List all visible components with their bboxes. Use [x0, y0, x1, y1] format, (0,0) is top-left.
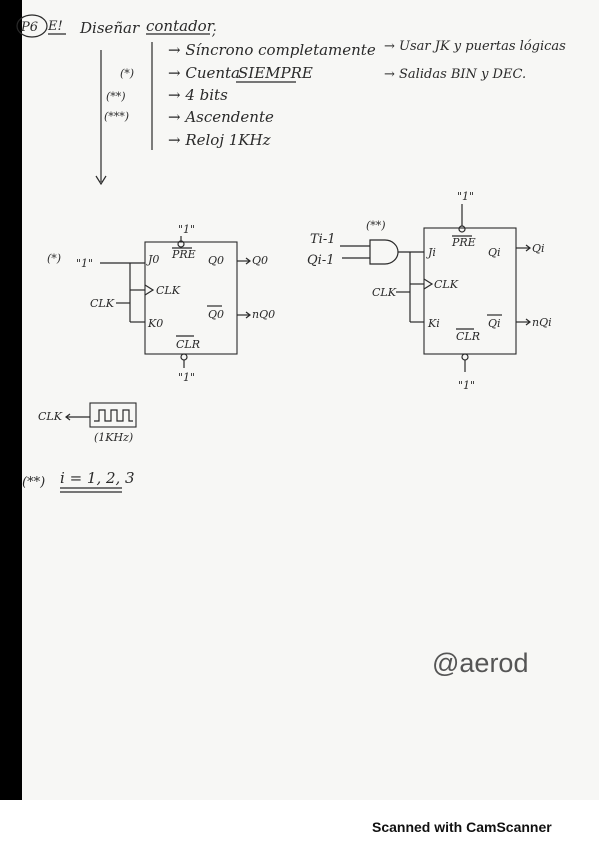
ff0-q-arrow — [245, 257, 251, 265]
ffi-pin-j: Ji — [426, 246, 436, 259]
ff0-clr-bubble — [180, 353, 188, 361]
ffi-pin-pre: PRE — [451, 236, 476, 249]
ff0-pin-j: J0 — [146, 253, 159, 266]
note-1: → Usar JK y puertas lógicas — [384, 39, 566, 54]
ffi-pre-value: "1" — [457, 190, 474, 203]
handwritten-notes: P6 E! Diseñar contador ; → Síncrono comp… — [16, 14, 566, 493]
title-main: contador — [146, 17, 215, 35]
ffi-clr-value: "1" — [458, 379, 475, 392]
clock-box — [89, 402, 137, 428]
ffi-pin-k: Ki — [427, 317, 440, 330]
requirement-4-marker: (***) — [104, 110, 129, 123]
ffi-pin-qn: Qi — [488, 317, 501, 330]
requirement-3: → 4 bits — [168, 86, 228, 104]
ffi-pre-bubble — [458, 225, 466, 233]
ff0-clr-value: "1" — [178, 371, 195, 384]
ffi-pin-clr: CLR — [456, 330, 480, 343]
paper-sheet — [0, 0, 599, 800]
ff0-out-qn: nQ0 — [252, 308, 275, 321]
ff0-pre-value: "1" — [178, 223, 195, 236]
clock-freq: (1KHz) — [94, 431, 133, 444]
ffi-qn-arrow — [525, 318, 531, 326]
requirement-1: → Síncrono completamente — [168, 41, 376, 59]
requirement-5: → Reloj 1KHz — [168, 131, 271, 149]
ff0-pin-clr: CLR — [176, 338, 200, 351]
ffi-clk-triangle — [423, 278, 434, 290]
index-note-text: i = 1, 2, 3 — [60, 469, 135, 487]
ff0-out-q: Q0 — [252, 254, 268, 267]
problem-id: P6 — [20, 20, 38, 35]
ff0-clk-label: CLK — [90, 297, 115, 310]
square-wave-icon — [94, 409, 133, 422]
clock-arrow — [65, 413, 71, 421]
scan-edge-shadow — [0, 0, 22, 800]
scanner-footer: Scanned with CamScanner — [372, 819, 552, 835]
ffi-pin-q: Qi — [488, 246, 501, 259]
ffi-clk-label: CLK — [372, 286, 397, 299]
ff0-pin-q: Q0 — [208, 254, 224, 267]
ff0-j-input-value: "1" — [76, 257, 93, 270]
ff0-note-marker: (*) — [47, 252, 61, 265]
requirement-2: → Cuenta — [168, 64, 240, 82]
ffi-in-q: Qi-1 — [307, 253, 334, 268]
index-note-marker: (**) — [22, 475, 45, 490]
ffi-in-t: Ti-1 — [310, 232, 336, 247]
note-2: → Salidas BIN y DEC. — [384, 67, 526, 82]
title-suffix: ; — [211, 24, 216, 39]
ffi-q-arrow — [525, 244, 531, 252]
ff0-pin-clk: CLK — [156, 284, 181, 297]
title-prefix: Diseñar — [79, 19, 140, 37]
ffi-box — [423, 227, 517, 355]
ff0-pin-pre: PRE — [171, 248, 196, 261]
ffi-out-qn: nQi — [532, 316, 552, 329]
ffi-out-q: Qi — [532, 242, 545, 255]
clock-label: CLK — [38, 410, 63, 423]
problem-label: E! — [47, 19, 63, 34]
watermark: @aerod — [432, 648, 529, 678]
problem-circle — [16, 14, 48, 38]
ff0-clk-triangle — [144, 284, 155, 296]
ffi-clr-bubble — [461, 353, 469, 361]
requirement-2-emphasis: SIEMPRE — [238, 64, 313, 82]
ff0-pin-qn: Q0 — [208, 308, 224, 321]
ffi-gate-label: (**) — [366, 219, 386, 232]
requirement-4: → Ascendente — [168, 108, 274, 126]
ff0-box — [144, 241, 238, 355]
ffi-pin-clk: CLK — [434, 278, 459, 291]
and-gate — [369, 239, 399, 265]
requirement-3-marker: (**) — [106, 90, 126, 103]
ff0-pin-k: K0 — [147, 317, 163, 330]
requirement-2-marker: (*) — [120, 67, 134, 80]
down-arrow-head — [95, 175, 107, 186]
ff0-qn-arrow — [245, 311, 251, 319]
